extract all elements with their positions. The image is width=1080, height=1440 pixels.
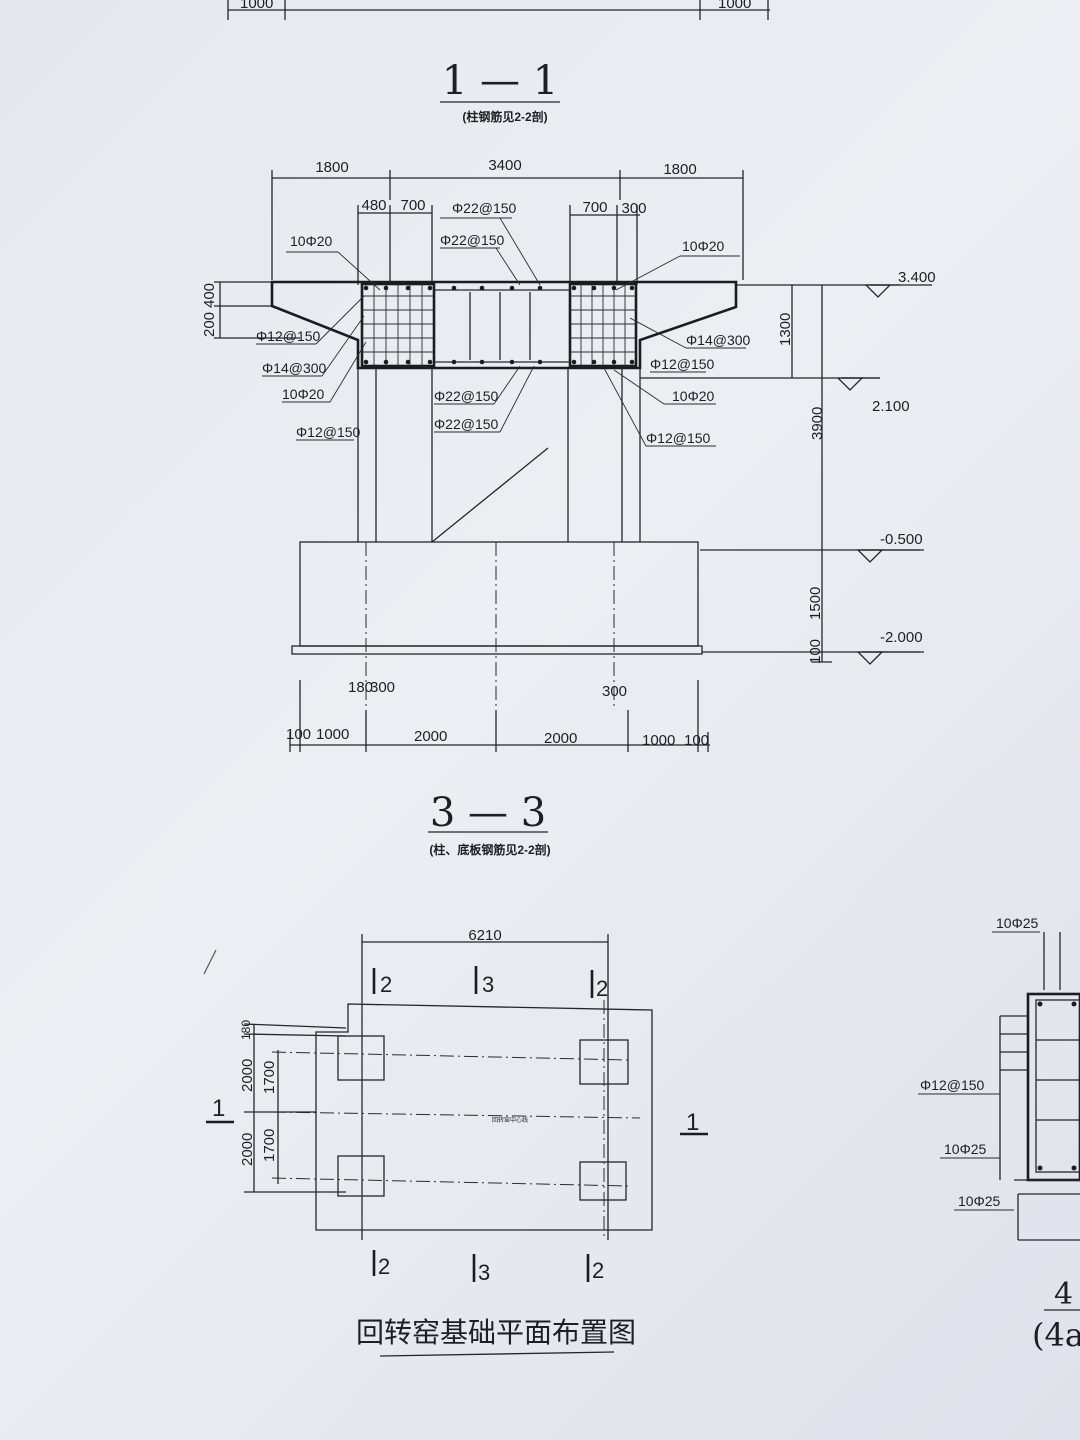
plan-center-label: 回转窑中心线 [492,1116,528,1124]
dim-top-left: 1800 [315,159,348,176]
plan-dim-1700-bottom: 1700 [261,1129,278,1162]
dim-bottom-1000-right: 1000 [642,732,675,749]
dim-bottom-1000-left: 1000 [316,726,349,743]
dim-right-100: 100 [807,639,824,664]
elev-3400: 3.400 [898,269,936,286]
label-top-left: 10Φ20 [290,233,333,249]
rebar-dots [363,285,635,365]
dim-base-300-left: 300 [370,679,395,696]
elev-2100: 2.100 [872,398,910,415]
dim-bottom-100-left: 100 [286,726,311,743]
top-strip: 1000 1000 [227,0,770,20]
cage-grid-right [570,284,636,366]
section-1-1-title: 1 — 1 [442,58,558,104]
label-right-3: 10Φ20 [672,388,715,404]
dim-left-400: 400 [201,283,218,308]
pedestal-bottom-right [579,1161,627,1201]
partial-title-fragment: 4 [1054,1277,1073,1312]
plan-mark-bottom-1: 2 [378,1254,390,1279]
cage-grid-left [362,284,434,366]
dim-base-180: 180 [348,679,373,696]
partial-section-right: 10Φ25 Φ12@150 10Φ25 10Φ25 4 (4a [918,915,1080,1354]
dim-sub-700-left: 700 [400,197,425,214]
dim-bottom-2000-right: 2000 [544,730,577,747]
dim-right-1300: 1300 [777,313,794,346]
pedestal-top-left [337,1035,385,1081]
dim-sub-700-right: 700 [582,199,607,216]
elevation-marks [836,284,932,665]
plan-mark-top-2: 3 [482,972,494,997]
label-right-1: Φ14@300 [686,332,751,348]
dim-bottom-2000-left: 2000 [414,728,447,745]
pencil-mark [203,949,217,975]
label-top-center-1: Φ22@150 [452,200,517,216]
dim-sub-300: 300 [621,200,646,217]
elev-neg-0500: -0.500 [880,531,923,548]
section-1-1-title-block: 1 — 1 (柱钢筋见2-2剖) [440,58,560,124]
partial-label-1: 10Φ25 [996,915,1039,931]
plan-mark-bottom-2: 3 [478,1260,490,1285]
plan-mark-left: 1 [212,1095,225,1122]
plan-mark-bottom-3: 2 [592,1258,604,1283]
plan-mark-right: 1 [686,1109,699,1136]
label-bottom-center-1: Φ22@150 [434,388,499,404]
plan-top-dim: 6210 [468,927,501,944]
dim-bottom-100-right: 100 [684,732,709,749]
partial-label-4: 10Φ25 [958,1193,1001,1209]
partial-label-2: Φ12@150 [920,1077,985,1093]
dim-sub-480: 480 [361,197,386,214]
plan-dim-180: 180 [239,1020,253,1040]
plan-dim-2000-bottom: 2000 [239,1133,256,1166]
section-3-3-note: (柱、底板钢筋见2-2剖) [429,842,550,857]
elev-neg-2000: -2.000 [880,629,923,646]
label-right-4: Φ12@150 [646,430,711,446]
dim-top-center: 3400 [488,157,521,174]
foundation-plan: 6210 2 3 2 回转窑中心线 180 2000 1700 2000 170… [206,927,708,1357]
label-right-2: Φ12@150 [650,356,715,372]
label-left-2: Φ14@300 [262,360,327,376]
label-top-right: 10Φ20 [682,238,725,254]
plan-title: 回转窑基础平面布置图 [356,1316,636,1349]
section-3-3: 1800 3400 1800 480 700 700 300 200 400 [201,157,936,857]
label-bottom-center-2: Φ22@150 [434,416,499,432]
blinding-layer [291,645,703,655]
top-strip-dim-left: 1000 [240,0,273,12]
dim-top-right: 1800 [663,161,696,178]
label-left-4: Φ12@150 [296,424,361,440]
label-top-center-2: Φ22@150 [440,232,505,248]
dim-base-300-right: 300 [602,683,627,700]
plan-outline [315,1003,653,1231]
plan-mark-top-3: 2 [596,976,608,1001]
dim-right-3900: 3900 [809,407,826,440]
dim-left-200: 200 [201,312,218,337]
leader-lines [256,217,746,447]
plan-dim-2000-top: 2000 [239,1059,256,1092]
partial-sub-fragment: (4a [1032,1316,1080,1354]
footing-block [299,541,699,647]
plan-dim-1700-top: 1700 [261,1061,278,1094]
plan-mark-top-1: 2 [380,972,392,997]
top-strip-dim-right: 1000 [718,0,751,12]
section-1-1-note: (柱钢筋见2-2剖) [462,109,547,124]
label-left-3: 10Φ20 [282,386,325,402]
dim-right-1500: 1500 [807,587,824,620]
partial-label-3: 10Φ25 [944,1141,987,1157]
label-left-1: Φ12@150 [256,328,321,344]
section-3-3-title: 3 — 3 [430,790,546,836]
pedestal-bottom-left [337,1155,385,1197]
